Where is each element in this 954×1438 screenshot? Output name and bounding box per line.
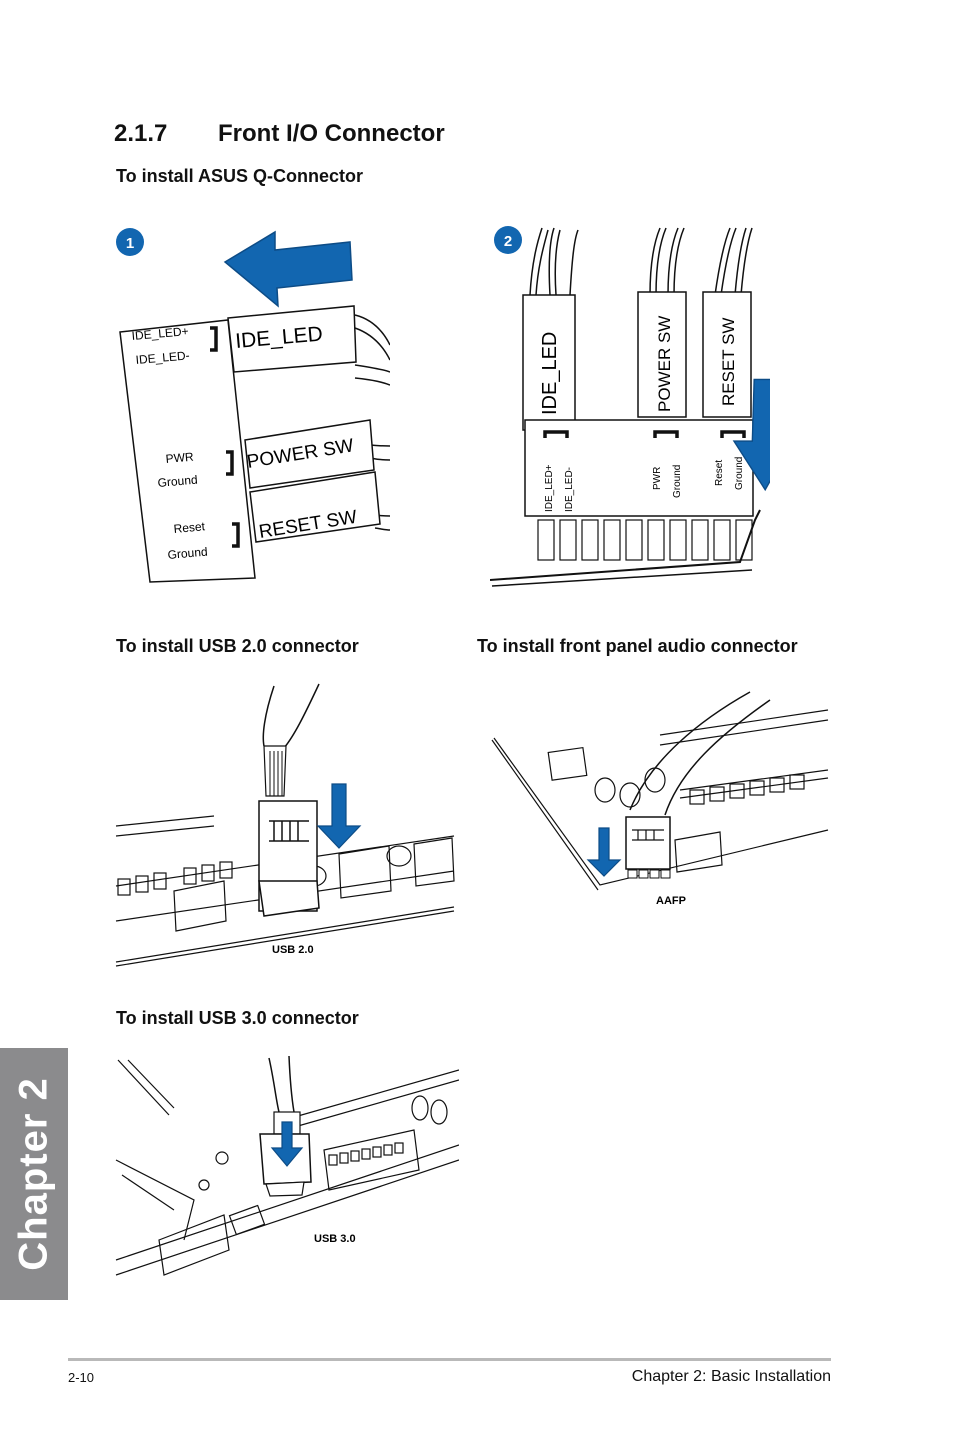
step-badge-1-label: 1 bbox=[126, 235, 134, 252]
plug-reset-sw bbox=[249, 471, 381, 543]
pin-label: PWR bbox=[165, 450, 194, 466]
q-connector-step1-figure: 1 IDE_LED+ IDE_LED- PWR Ground Reset Gro… bbox=[116, 228, 390, 583]
pin-label: IDE_LED- bbox=[564, 467, 575, 512]
plug-reset-sw bbox=[702, 291, 752, 418]
pin-label: PWR bbox=[652, 467, 663, 490]
pin-label: IDE_LED- bbox=[135, 348, 190, 367]
q-connector-block bbox=[524, 419, 754, 517]
step-badge-2 bbox=[494, 226, 522, 254]
plug-label: POWER SW bbox=[655, 316, 674, 412]
pin-label: Ground bbox=[734, 457, 745, 490]
footer-chapter: Chapter 2: Basic Installation bbox=[631, 1368, 831, 1385]
plug-power-sw bbox=[637, 291, 687, 418]
step-badge-1 bbox=[116, 228, 144, 256]
direction-down-arrow-icon bbox=[586, 827, 622, 877]
heading-audio: To install front panel audio connector bbox=[477, 636, 798, 656]
aafp-plug bbox=[625, 816, 671, 870]
caption-usb30: USB 3.0 bbox=[314, 1233, 356, 1245]
plug-ide-led bbox=[522, 294, 576, 431]
plug-label: IDE_LED bbox=[539, 332, 561, 415]
plug-power-sw bbox=[244, 419, 375, 489]
section-number: 2.1.7 bbox=[114, 120, 168, 147]
pin-label: Ground bbox=[672, 465, 683, 498]
heading-usb30: To install USB 3.0 connector bbox=[116, 1008, 359, 1028]
chapter-side-tab: Chapter 2 bbox=[0, 1048, 68, 1300]
q-connector-step2-figure: 2 IDE_LED POWER SW RESET SW IDE_LED+ IDE… bbox=[490, 226, 770, 587]
caption-aafp: AAFP bbox=[656, 895, 686, 907]
q-connector-block bbox=[119, 319, 256, 583]
footer-divider bbox=[68, 1358, 831, 1361]
usb30-figure: USB 3.0 bbox=[115, 1055, 459, 1276]
heading-usb20: To install USB 2.0 connector bbox=[116, 636, 359, 656]
direction-left-arrow-icon bbox=[223, 230, 353, 308]
pin-label: IDE_LED+ bbox=[544, 464, 555, 512]
pin-label: Reset bbox=[173, 519, 206, 536]
caption-usb20: USB 2.0 bbox=[272, 944, 314, 956]
pin-label: Ground bbox=[167, 545, 208, 562]
step-badge-2-label: 2 bbox=[504, 233, 512, 250]
plug-label: RESET SW bbox=[719, 318, 738, 406]
heading-q-connector: To install ASUS Q-Connector bbox=[116, 166, 364, 186]
page-number: 2-10 bbox=[68, 1370, 95, 1385]
aafp-figure: AAFP bbox=[491, 691, 829, 907]
plug-ide-led bbox=[227, 305, 357, 373]
direction-down-arrow-icon bbox=[316, 783, 362, 849]
section-title: Front I/O Connector bbox=[218, 120, 445, 147]
direction-down-arrow-icon bbox=[732, 378, 770, 492]
pin-label: IDE_LED+ bbox=[131, 324, 189, 343]
pin-label: Ground bbox=[157, 473, 198, 490]
chapter-side-tab-label: Chapter 2 bbox=[11, 1077, 56, 1271]
pin-label: Reset bbox=[714, 460, 725, 486]
direction-down-arrow-icon bbox=[270, 1121, 304, 1167]
usb20-figure: USB 2.0 bbox=[115, 683, 455, 967]
pin-header bbox=[537, 519, 753, 561]
